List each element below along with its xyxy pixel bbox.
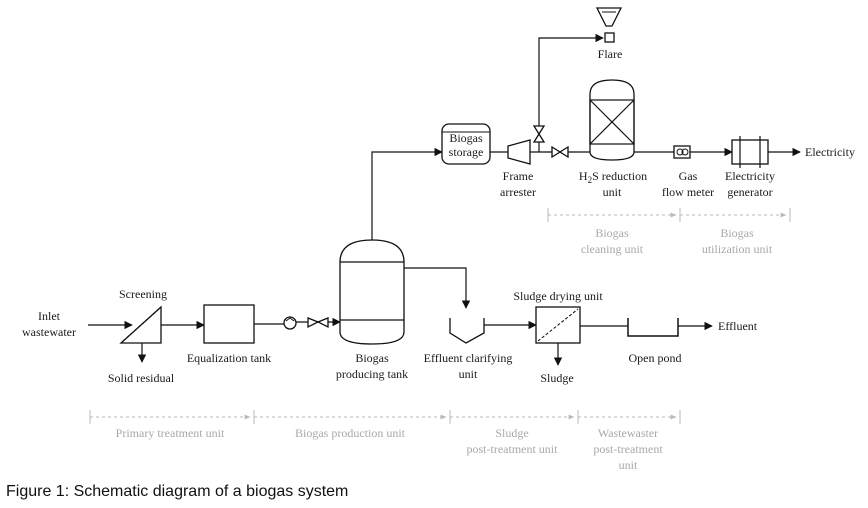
pump-icon [283, 316, 297, 330]
label-biogas-storage: storage [449, 145, 484, 159]
equalization-tank [203, 304, 255, 344]
open-pond [627, 318, 679, 337]
unit-sludge-post: post-treatment unit [467, 442, 559, 456]
biogas-system-diagram: Flare Biogas storage Frame arrester H2S … [22, 7, 855, 472]
figure-caption: Figure 1: Schematic diagram of a biogas … [6, 483, 349, 500]
electricity-generator [731, 136, 769, 168]
unit-sludge-post: Sludge [495, 426, 528, 440]
label-gas-flow-meter: flow meter [662, 185, 714, 199]
label-frame-arrester: arrester [500, 185, 536, 199]
label-h2s-h: H [579, 169, 588, 183]
h2s-reduction-unit [589, 79, 635, 161]
label-sludge: Sludge [540, 371, 573, 385]
label-biogas-storage: Biogas [449, 131, 483, 145]
label-solid-residual: Solid residual [108, 371, 175, 385]
label-effluent-clarifier: unit [459, 367, 478, 381]
bracket-wastewater-post [578, 410, 681, 424]
label-gas-flow-meter: Gas [679, 169, 698, 183]
pipe-junction-flare [538, 33, 604, 152]
valve-icon-flare [532, 125, 546, 143]
bracket-primary-treatment [89, 410, 255, 424]
biogas-producing-tank [339, 239, 405, 345]
label-sludge-drying-unit: Sludge drying unit [513, 289, 603, 303]
label-frame-arrester: Frame [503, 169, 534, 183]
bracket-biogas-production [254, 410, 451, 424]
label-effluent-clarifier: Effluent clarifying [424, 351, 513, 365]
label-electricity-generator: Electricity [725, 169, 775, 183]
unit-biogas-cleaning: Biogas [595, 226, 629, 240]
unit-biogas-utilization: Biogas [720, 226, 754, 240]
unit-wastewater-post: Wastewaster [598, 426, 658, 440]
valve-icon-tank [307, 317, 329, 329]
label-biogas-producing-tank: Biogas [355, 351, 389, 365]
screening-unit [119, 305, 162, 344]
unit-biogas-cleaning: cleaning unit [581, 242, 644, 256]
label-h2s-unit: unit [603, 185, 622, 199]
pipe-tank-storage [371, 147, 443, 240]
unit-biogas-production: Biogas production unit [295, 426, 406, 440]
label-h2s-rest: S reduction [592, 169, 647, 183]
unit-biogas-utilization: utilization unit [702, 242, 773, 256]
label-h2s-sub: 2 [588, 175, 593, 185]
label-h2s-reduction: H2S reduction [579, 169, 647, 185]
label-electricity: Electricity [805, 145, 855, 159]
label-biogas-producing-tank: producing tank [336, 367, 408, 381]
label-flare: Flare [598, 47, 623, 61]
unit-wastewater-post: unit [619, 458, 638, 472]
label-equalization-tank: Equalization tank [187, 351, 271, 365]
label-electricity-generator: generator [727, 185, 772, 199]
effluent-clarifier [449, 318, 485, 344]
frame-arrester [507, 139, 531, 165]
bracket-biogas-cleaning [547, 208, 681, 222]
sludge-drying-unit [535, 306, 581, 344]
label-inlet: wastewater [22, 325, 76, 339]
pipe-tank-clarifier [404, 267, 471, 309]
unit-wastewater-post: post-treatment [593, 442, 663, 456]
biogas-storage [441, 123, 491, 165]
valve-icon-h2s [551, 145, 569, 159]
label-inlet: Inlet [38, 309, 61, 323]
bracket-biogas-utilization [680, 208, 791, 222]
flare-icon [595, 7, 623, 43]
gas-flow-meter [673, 145, 691, 159]
unit-primary-treatment: Primary treatment unit [116, 426, 225, 440]
label-effluent: Effluent [718, 319, 758, 333]
bracket-sludge-post [450, 410, 579, 424]
label-screening: Screening [119, 287, 167, 301]
label-open-pond: Open pond [629, 351, 682, 365]
